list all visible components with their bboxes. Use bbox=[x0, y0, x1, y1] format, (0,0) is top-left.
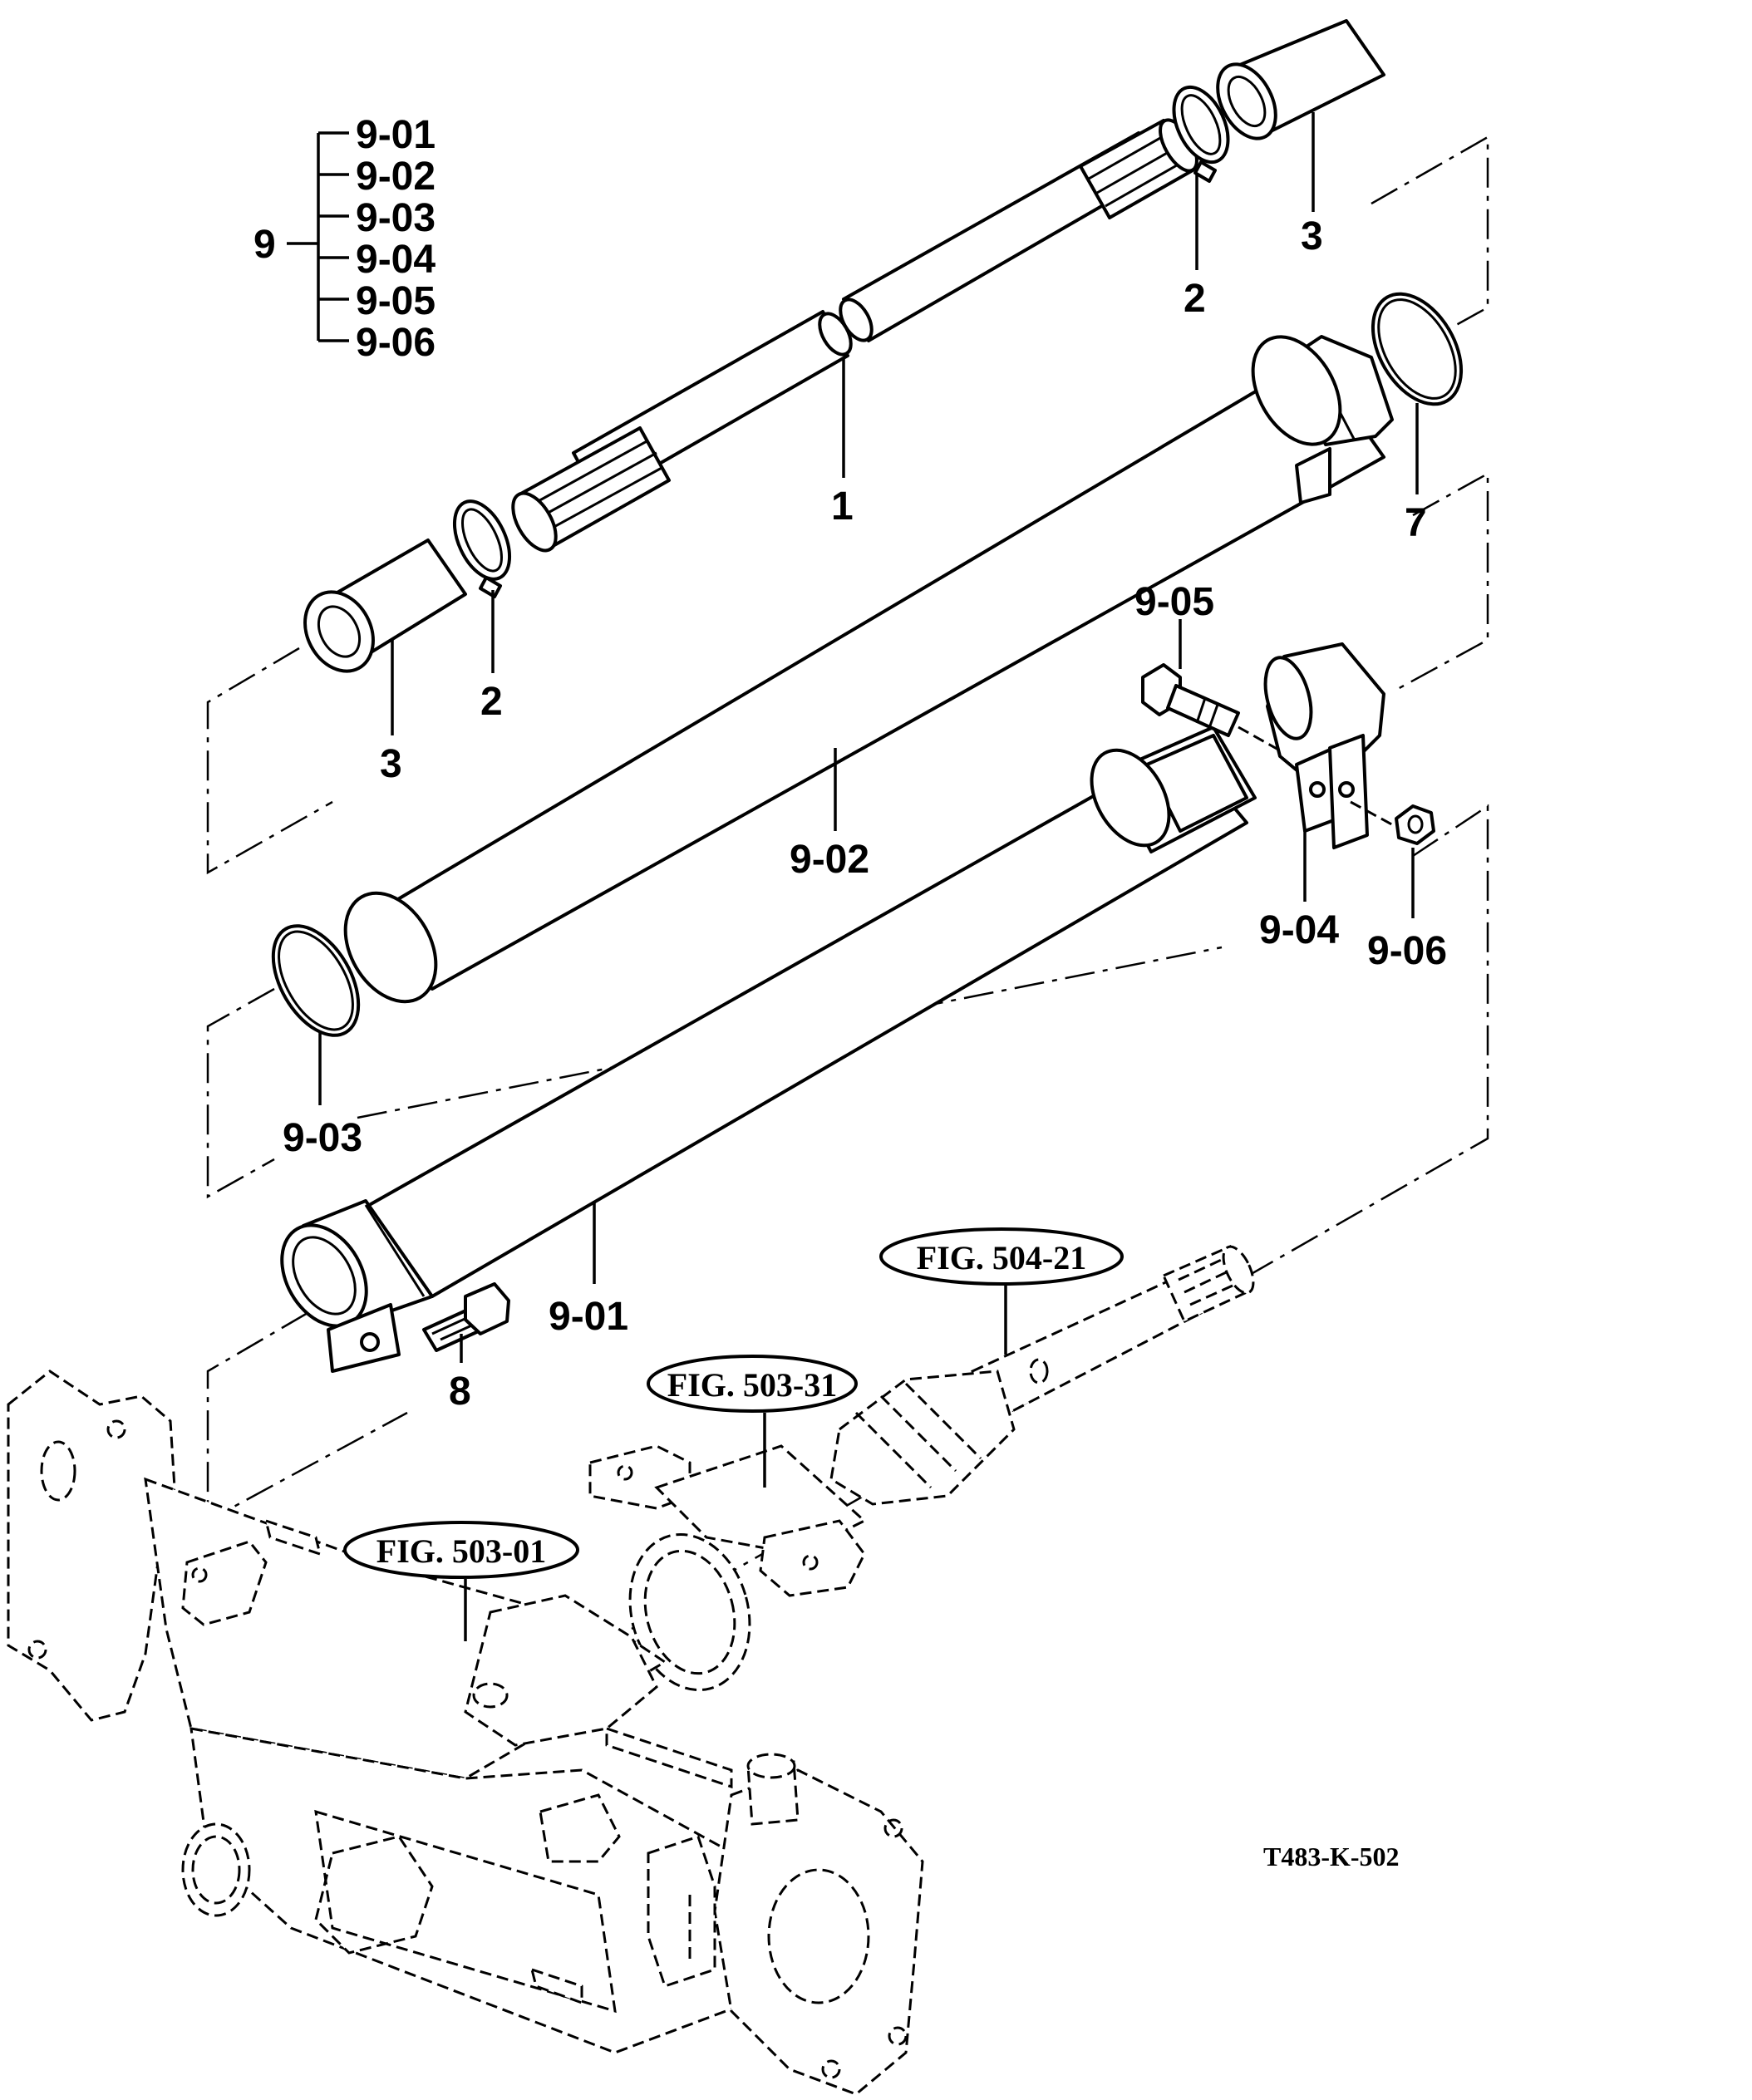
o-ring-9-03 bbox=[271, 924, 361, 1037]
inner-tube bbox=[280, 725, 1257, 1373]
carrier-bracket-ghost bbox=[588, 1444, 867, 1692]
group-key-item: 9-01 bbox=[356, 113, 436, 157]
ref-fig-503-31-label: FIG. 503-31 bbox=[667, 1366, 837, 1404]
callout-o-ring-9-03: 9-03 bbox=[283, 1116, 362, 1160]
callout-clamp-bolt: 9-05 bbox=[1134, 580, 1214, 624]
pinion-shaft-ghost bbox=[829, 1244, 1255, 1506]
o-ring-7 bbox=[1371, 292, 1464, 406]
coupling-right bbox=[1216, 19, 1385, 140]
axle-housing-ghost bbox=[7, 1370, 924, 2096]
callout-snap-ring-right: 2 bbox=[1184, 277, 1206, 321]
clamp bbox=[1263, 642, 1385, 849]
snap-ring-right bbox=[1172, 85, 1230, 183]
ref-fig-504-21-label: FIG. 504-21 bbox=[917, 1239, 1086, 1276]
ref-fig-503-01-label: FIG. 503-01 bbox=[376, 1532, 546, 1570]
group-key: 9 9-01 9-02 9-03 9-04 9-05 9-06 bbox=[253, 113, 436, 365]
group-key-item: 9-04 bbox=[356, 238, 436, 282]
group-key-item: 9-03 bbox=[356, 196, 436, 240]
bolt-8 bbox=[422, 1282, 510, 1352]
callout-clamp: 9-04 bbox=[1259, 908, 1339, 952]
ref-fig-503-01[interactable]: FIG. 503-01 bbox=[343, 1521, 579, 1579]
callout-clamp-nut: 9-06 bbox=[1367, 929, 1447, 973]
outer-tube bbox=[343, 335, 1394, 1004]
callout-coupling-left: 3 bbox=[380, 742, 402, 786]
group-key-root: 9 bbox=[253, 223, 276, 267]
callout-tube-outer: 9-02 bbox=[790, 838, 869, 882]
group-key-item: 9-05 bbox=[356, 279, 436, 323]
callout-tube-inner: 9-01 bbox=[549, 1295, 628, 1339]
callout-coupling-right: 3 bbox=[1301, 214, 1323, 258]
callout-bolt-8: 8 bbox=[449, 1370, 471, 1414]
group-key-item: 9-06 bbox=[356, 321, 436, 365]
ref-fig-503-31[interactable]: FIG. 503-31 bbox=[647, 1355, 858, 1413]
group-key-item: 9-02 bbox=[356, 155, 436, 199]
splined-shaft bbox=[511, 118, 1198, 553]
callout-o-ring: 7 bbox=[1405, 501, 1427, 545]
callout-snap-ring-left: 2 bbox=[480, 680, 503, 724]
callout-shaft: 1 bbox=[831, 484, 854, 529]
snap-ring-left bbox=[452, 499, 512, 598]
clamp-nut bbox=[1350, 800, 1435, 845]
drawing-code: T483-K-502 bbox=[1263, 1842, 1400, 1871]
ref-fig-504-21[interactable]: FIG. 504-21 bbox=[879, 1227, 1124, 1286]
coupling-left bbox=[303, 539, 467, 673]
